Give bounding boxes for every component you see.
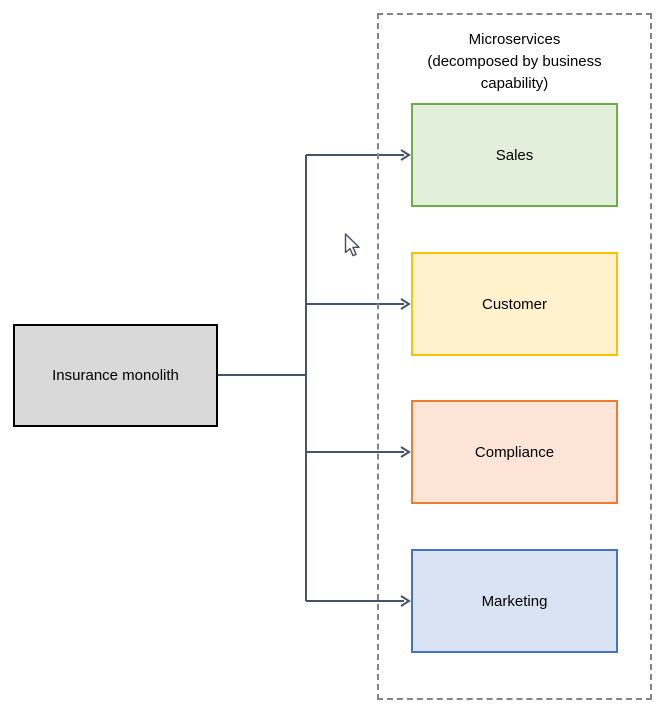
title-line-2: (decomposed by business [427, 53, 602, 70]
node-sales-label: Sales [495, 146, 534, 164]
node-customer-label: Customer [481, 295, 548, 313]
title-line-1: Microservices [468, 31, 561, 48]
node-insurance-monolith[interactable]: Insurance monolith [13, 324, 218, 427]
node-sales[interactable]: Sales [411, 103, 618, 207]
microservices-group-title: Microservices (decomposed by business ca… [379, 29, 650, 95]
mouse-cursor-icon [344, 233, 360, 257]
node-marketing[interactable]: Marketing [411, 549, 618, 653]
node-insurance-monolith-label: Insurance monolith [52, 367, 179, 384]
node-compliance-label: Compliance [474, 443, 555, 461]
node-customer[interactable]: Customer [411, 252, 618, 356]
node-marketing-label: Marketing [481, 592, 548, 610]
microservices-group-container[interactable]: Microservices (decomposed by business ca… [377, 13, 652, 700]
node-compliance[interactable]: Compliance [411, 400, 618, 504]
title-line-3: capability) [480, 75, 549, 92]
